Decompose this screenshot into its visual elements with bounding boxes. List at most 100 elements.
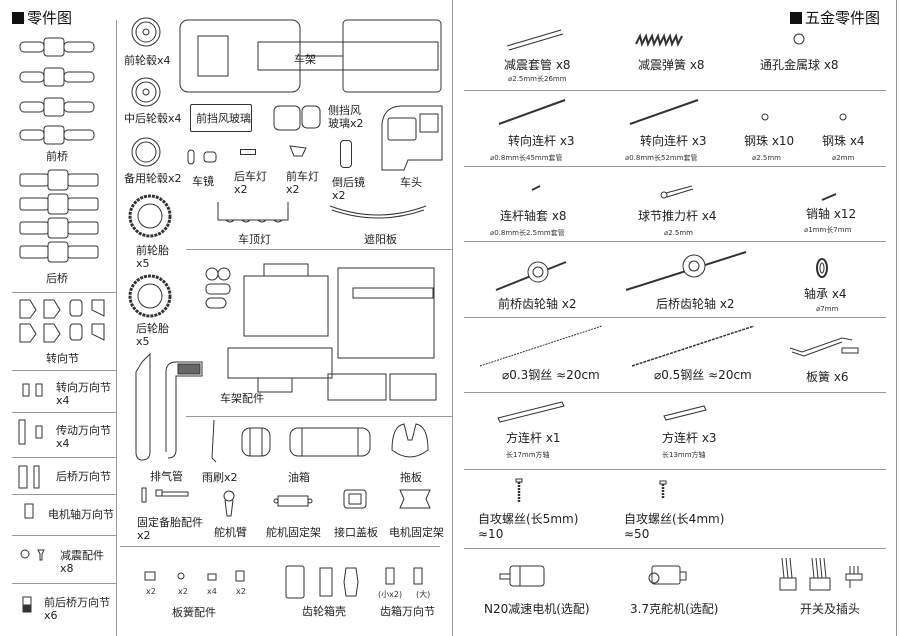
divider: [186, 249, 452, 250]
wiper-label: 雨刷x2: [202, 471, 238, 484]
frame-icon: [178, 18, 446, 96]
steering-joint-icon: [22, 380, 52, 400]
cab-label: 车头: [400, 176, 422, 189]
divider: [12, 457, 116, 458]
mid-rear-hub-label: 中后轮毂x4: [124, 112, 182, 125]
leaf-spring-part-qty: x2: [146, 587, 156, 596]
bearing-icon: [814, 256, 830, 280]
spare-mount-icon: [140, 486, 192, 506]
divider: [12, 292, 116, 293]
gearbox-joint-label: 齿箱万向节: [380, 605, 435, 618]
drive-joint-icon: [18, 418, 48, 446]
rearview-mirror-label: 倒后镜: [332, 176, 365, 189]
hardware-item-name: 销轴 x12: [806, 207, 857, 221]
hardware-item-name: 方连杆 x1: [506, 431, 561, 445]
axle-joint-icon: [22, 596, 34, 614]
link-sleeve-icon: [530, 184, 542, 192]
fifth-wheel-icon: [388, 420, 432, 462]
front-light-icon: [288, 144, 308, 160]
rear-tire-qty: x5: [136, 335, 150, 348]
panel-border: [896, 0, 897, 636]
front-axle-gear-shaft-icon: [494, 252, 568, 292]
divider: [464, 241, 886, 242]
front-hub-icon: [130, 16, 162, 48]
steering-joint-qty: x4: [56, 394, 70, 407]
shock-spring-icon: [634, 30, 690, 48]
shock-parts-label: 减震配件: [60, 549, 104, 562]
divider: [12, 412, 116, 413]
fuel-tank-small-icon: [240, 424, 272, 464]
sun-visor-icon: [328, 202, 428, 224]
divider: [12, 370, 116, 371]
steel-wire-03-icon: [478, 324, 604, 368]
switch-plug-icon: [776, 556, 866, 596]
rear-tire-label: 后轮胎: [136, 322, 169, 335]
rear-light-label: 后车灯: [234, 170, 267, 183]
leaf-spring-icon: [788, 334, 872, 358]
port-cover-label: 接口盖板: [334, 526, 378, 539]
frame-parts-icon: [198, 262, 438, 402]
hardware-item-spec: ⌀7mm: [816, 305, 839, 313]
hardware-item-name: 自攻螺丝(长4mm): [624, 512, 725, 526]
motor-shaft-joint-label: 电机轴万向节: [48, 508, 114, 521]
drive-joint-label: 传动万向节: [56, 424, 111, 437]
divider: [464, 90, 886, 91]
motor-mount-label: 电机固定架: [389, 526, 444, 539]
servo-mount-label: 舵机固定架: [266, 526, 321, 539]
motor-mount-icon: [398, 488, 432, 510]
leaf-spring-part-qty: x4: [207, 587, 217, 596]
axle-joint-qty: x6: [44, 609, 58, 622]
rear-tire-icon: [128, 274, 172, 318]
sun-visor-label: 遮阳板: [364, 233, 397, 246]
hardware-item-spec: 长17mm方轴: [506, 451, 550, 459]
steering-knuckle-label: 转向节: [46, 352, 79, 365]
parts-diagram-title: 零件图: [12, 9, 72, 27]
leaf-spring-parts-icon: [142, 570, 252, 584]
spare-mount-label: 固定备胎配件: [137, 516, 203, 529]
hardware-item-name: 球节推力杆 x4: [638, 209, 717, 223]
servo-mount-icon: [272, 494, 314, 508]
front-windshield-label: 前挡风玻璃: [196, 112, 251, 125]
hardware-item-name: 转向连杆 x3: [640, 134, 707, 148]
roof-light-icon: [214, 200, 294, 226]
hardware-title: 五金零件图: [790, 9, 880, 27]
rearview-mirror-icon: [340, 140, 352, 168]
hardware-item-name: 轴承 x4: [804, 287, 847, 301]
hardware-item-spec: ⌀1mm长7mm: [804, 226, 852, 234]
port-cover-icon: [340, 488, 370, 510]
square-bullet-icon: [790, 12, 802, 24]
side-windshield-label: 侧挡风: [328, 104, 361, 117]
ball-joint-rod-icon: [660, 184, 696, 198]
spare-hub-icon: [130, 136, 162, 168]
front-light-label: 前车灯: [286, 170, 319, 183]
hardware-item-name: ⌀0.5钢丝 ≈20cm: [654, 368, 752, 382]
front-tire-label: 前轮胎: [136, 244, 169, 257]
hardware-item-name: 钢珠 x4: [822, 134, 865, 148]
divider: [464, 392, 886, 393]
gearbox-joint-large-label: (大): [416, 590, 431, 599]
gearbox-joint-small-label: (小x2): [378, 590, 403, 599]
hardware-item-qty: ≈50: [624, 527, 650, 541]
panel-divider: [452, 0, 453, 636]
pin-shaft-icon: [820, 192, 838, 202]
hardware-item-name: N20减速电机(选配): [484, 602, 590, 616]
hardware-item-name: ⌀0.3钢丝 ≈20cm: [502, 368, 600, 382]
divider: [120, 546, 440, 547]
hardware-item-name: 连杆轴套 x8: [500, 209, 567, 223]
n20-motor-icon: [496, 560, 550, 592]
parts-diagram-title-text: 零件图: [27, 9, 73, 27]
hardware-item-spec: ⌀2.5mm: [664, 229, 693, 237]
mirror-label: 车镜: [192, 175, 214, 188]
front-hub-label: 前轮毂x4: [124, 54, 171, 67]
rear-axle-joint-label: 后桥万向节: [56, 470, 111, 483]
hardware-item-name: 钢珠 x10: [744, 134, 795, 148]
hardware-item-name: 自攻螺丝(长5mm): [478, 512, 579, 526]
cab-icon: [378, 104, 444, 172]
side-windshield-qty: 玻璃x2: [328, 117, 364, 130]
steering-link-icon: [497, 98, 567, 126]
hardware-item-name: 转向连杆 x3: [508, 134, 575, 148]
leaf-spring-parts-label: 板簧配件: [172, 606, 216, 619]
divider: [186, 416, 452, 417]
steel-wire-05-icon: [630, 324, 756, 368]
fuel-tank-large-icon: [288, 424, 372, 458]
